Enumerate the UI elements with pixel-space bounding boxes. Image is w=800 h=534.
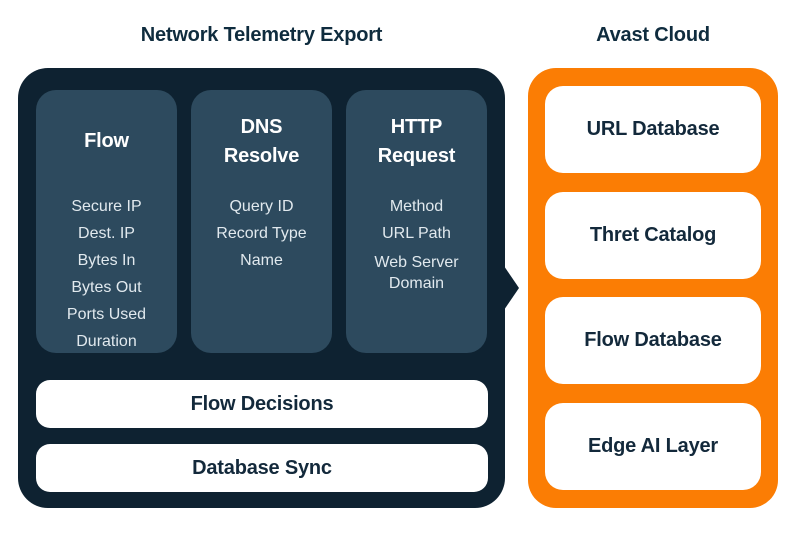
column-dns-resolve-title: DNS Resolve [191, 90, 332, 193]
list-item: Method [389, 198, 444, 215]
column-dns-resolve: DNS Resolve Query ID Record Type Name [191, 90, 332, 353]
column-dns-resolve-title-text: DNS Resolve [223, 115, 300, 167]
column-http-request-title-text: HTTP Request [377, 115, 456, 167]
connector-arrow-icon [504, 266, 519, 310]
column-flow-title-text: Flow [84, 130, 129, 152]
list-item: Duration [76, 333, 137, 350]
list-item: Bytes Out [71, 279, 142, 296]
cloud-panel-title: Avast Cloud [596, 24, 710, 46]
column-http-request-items: Method URL Path Web Server Domain [346, 193, 487, 294]
list-item: URL Path [382, 225, 451, 242]
list-item: Web Server Domain [374, 254, 459, 292]
list-item: Secure IP [71, 198, 142, 215]
column-flow: Flow Secure IP Dest. IP Bytes In Bytes O… [36, 90, 177, 353]
column-http-request: HTTP Request Method URL Path Web Server … [346, 90, 487, 353]
list-item: Query ID [229, 198, 294, 215]
list-item: Ports Used [66, 306, 147, 323]
edge-ai-layer-box: Edge AI Layer [545, 402, 761, 490]
flow-database-box: Flow Database [545, 297, 761, 385]
column-flow-items: Secure IP Dest. IP Bytes In Bytes Out Po… [36, 193, 177, 355]
list-item: Bytes In [77, 252, 136, 269]
telemetry-panel: Flow Secure IP Dest. IP Bytes In Bytes O… [18, 68, 505, 508]
column-dns-resolve-items: Query ID Record Type Name [191, 193, 332, 274]
url-database-box: URL Database [545, 86, 761, 173]
list-item: Dest. IP [78, 225, 135, 242]
list-item: Name [240, 252, 283, 269]
column-flow-title: Flow [36, 90, 177, 193]
telemetry-columns: Flow Secure IP Dest. IP Bytes In Bytes O… [36, 90, 487, 353]
cloud-panel: URL Database Thret Catalog Flow Database… [528, 68, 778, 508]
flow-decisions-bar: Flow Decisions [36, 380, 488, 428]
database-sync-bar: Database Sync [36, 444, 488, 492]
telemetry-panel-title: Network Telemetry Export [140, 24, 383, 46]
column-http-request-title: HTTP Request [346, 90, 487, 193]
threat-catalog-box: Thret Catalog [545, 191, 761, 279]
list-item: Record Type [216, 225, 307, 242]
